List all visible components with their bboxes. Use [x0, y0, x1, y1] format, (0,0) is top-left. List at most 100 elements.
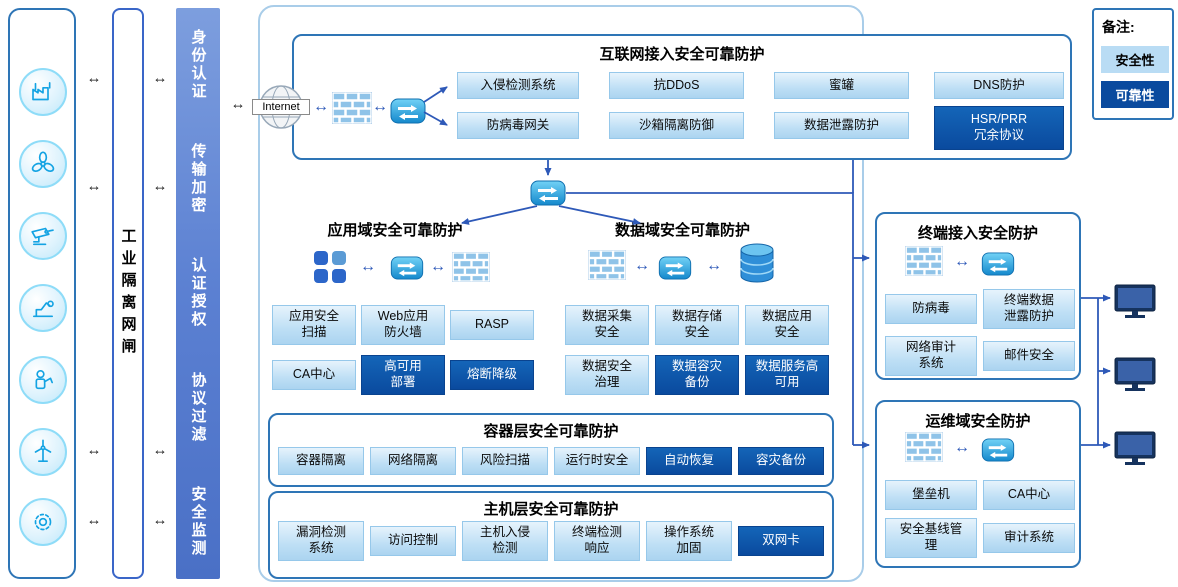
security-bar-item: 协议过滤: [189, 371, 207, 444]
btn-sandbox-isolation: 沙箱隔离防御: [609, 112, 744, 139]
firewall-icon: [452, 252, 490, 287]
btn-host-intrusion-detection: 主机入侵 检测: [462, 521, 548, 561]
ops-domain-title: 运维域安全防护: [925, 413, 1031, 430]
double-arrow-icon: ↔: [313, 98, 329, 115]
monitor-icon: [1114, 357, 1156, 398]
robot-icon: [19, 356, 67, 404]
core-router-icon: [530, 180, 566, 211]
security-bar-item: 身份认证: [189, 29, 207, 102]
double-arrow-icon: ↔: [86, 511, 102, 529]
container-layer-title: 容器层安全可靠防护: [483, 423, 619, 440]
btn-access-control: 访问控制: [370, 526, 456, 556]
btn-endpoint-detection-response: 终端检测 响应: [554, 521, 640, 561]
double-arrow-icon: ↔: [230, 95, 246, 113]
device-rail: [8, 8, 76, 579]
cctv-camera-icon: [19, 212, 67, 260]
double-arrow-icon: ↔: [360, 258, 376, 275]
monitor-icon: [1114, 284, 1156, 325]
double-arrow-icon: ↔: [86, 177, 102, 195]
btn-email-security: 邮件安全: [983, 341, 1075, 371]
btn-data-collection-security: 数据采集 安全: [565, 305, 649, 345]
btn-app-security-scan: 应用安全 扫描: [272, 305, 356, 345]
data-domain-title: 数据域安全可靠防护: [614, 222, 750, 239]
btn-os-hardening: 操作系统 加固: [646, 521, 732, 561]
switch-icon: [658, 256, 692, 285]
btn-data-storage-security: 数据存储 安全: [655, 305, 739, 345]
security-bar-item: 安全监测: [189, 485, 207, 558]
wind-turbine-icon: [19, 428, 67, 476]
btn-audit-system: 审计系统: [983, 523, 1075, 553]
btn-security-baseline: 安全基线管 理: [885, 518, 977, 558]
btn-ca-center-ops: CA中心: [983, 480, 1075, 510]
firewall-icon: [905, 246, 943, 281]
btn-anti-ddos: 抗DDoS: [609, 72, 744, 99]
btn-ha-deployment: 高可用 部署: [361, 355, 445, 395]
app-domain-title: 应用域安全可靠防护: [327, 222, 463, 239]
internet-label: Internet: [252, 99, 310, 115]
ops-domain-box: 运维域安全防护 ↔ 堡垒机 CA中心 安全基线管 理 审计系统: [875, 400, 1081, 568]
double-arrow-icon: ↔: [634, 257, 650, 274]
btn-auto-recovery: 自动恢复: [646, 447, 732, 475]
btn-bastion-host: 堡垒机: [885, 480, 977, 510]
note-legend: 备注: 安全性 可靠性: [1092, 8, 1174, 120]
btn-antivirus-gateway: 防病毒网关: [457, 112, 579, 139]
btn-intrusion-detection: 入侵检测系统: [457, 72, 579, 99]
btn-rasp: RASP: [450, 310, 534, 340]
security-function-bar: 身份认证 传输加密 认证授权 协议过滤 安全监测: [176, 8, 220, 579]
gear-icon: [19, 498, 67, 546]
btn-vulnerability-detection: 漏洞检测 系统: [278, 521, 364, 561]
btn-container-isolation: 容器隔离: [278, 447, 364, 475]
host-layer-title: 主机层安全可靠防护: [483, 501, 619, 518]
double-arrow-icon: ↔: [430, 258, 446, 275]
double-arrow-icon: ↔: [86, 69, 102, 87]
btn-network-isolation: 网络隔离: [370, 447, 456, 475]
firewall-icon: [905, 432, 943, 467]
legend-title: 备注:: [1102, 19, 1135, 35]
terminal-access-box: 终端接入安全防护 ↔ 防病毒 终端数据 泄露防护 网络审计 系统 邮件安全: [875, 212, 1081, 380]
btn-antivirus: 防病毒: [885, 294, 977, 324]
btn-circuit-breaker: 熔断降级: [450, 360, 534, 390]
btn-ca-center: CA中心: [272, 360, 356, 390]
database-icon: [738, 242, 776, 289]
terminal-access-title: 终端接入安全防护: [917, 225, 1038, 242]
switch-icon: [981, 252, 1015, 281]
btn-network-audit: 网络审计 系统: [885, 336, 977, 376]
btn-dual-nic: 双网卡: [738, 526, 824, 556]
factory-icon: [19, 68, 67, 116]
btn-web-app-firewall: Web应用 防火墙: [361, 305, 445, 345]
monitor-icon: [1114, 431, 1156, 472]
isolation-gateway-column: 工业隔离网闸: [112, 8, 144, 579]
internet-access-box: 互联网接入安全可靠防护 入侵检测系统 抗DDoS 蜜罐 DNS防护 防病毒网关 …: [292, 34, 1072, 160]
btn-data-disaster-backup: 数据容灾 备份: [655, 355, 739, 395]
btn-data-service-ha: 数据服务高 可用: [745, 355, 829, 395]
container-layer-box: 容器层安全可靠防护 容器隔离 网络隔离 风险扫描 运行时安全 自动恢复 容灾备份: [268, 413, 834, 487]
machine-arm-icon: [19, 284, 67, 332]
double-arrow-icon: ↔: [152, 441, 168, 459]
btn-hsr-prr-redundancy: HSR/PRR 冗余协议: [934, 106, 1064, 150]
double-arrow-icon: ↔: [954, 253, 970, 270]
fan-icon: [19, 140, 67, 188]
security-bar-item: 传输加密: [189, 143, 207, 216]
btn-data-application-security: 数据应用 安全: [745, 305, 829, 345]
firewall-icon: [332, 92, 372, 129]
btn-runtime-security: 运行时安全: [554, 447, 640, 475]
double-arrow-icon: ↔: [152, 511, 168, 529]
btn-honeypot: 蜜罐: [774, 72, 909, 99]
double-arrow-icon: ↔: [86, 441, 102, 459]
security-bar-item: 认证授权: [189, 257, 207, 330]
double-arrow-icon: ↔: [954, 439, 970, 456]
app-grid-icon: [313, 250, 347, 289]
isolation-gateway-label: 工业隔离网闸: [119, 227, 137, 360]
double-arrow-icon: ↔: [372, 98, 388, 115]
router-icon: [390, 98, 426, 129]
btn-disaster-backup: 容灾备份: [738, 447, 824, 475]
btn-data-security-governance: 数据安全 治理: [565, 355, 649, 395]
host-layer-box: 主机层安全可靠防护 漏洞检测 系统 访问控制 主机入侵 检测 终端检测 响应 操…: [268, 491, 834, 579]
double-arrow-icon: ↔: [706, 257, 722, 274]
btn-risk-scan: 风险扫描: [462, 447, 548, 475]
internet-access-title: 互联网接入安全可靠防护: [599, 46, 765, 63]
switch-icon: [981, 438, 1015, 467]
switch-icon: [390, 256, 424, 285]
legend-security: 安全性: [1101, 46, 1169, 73]
